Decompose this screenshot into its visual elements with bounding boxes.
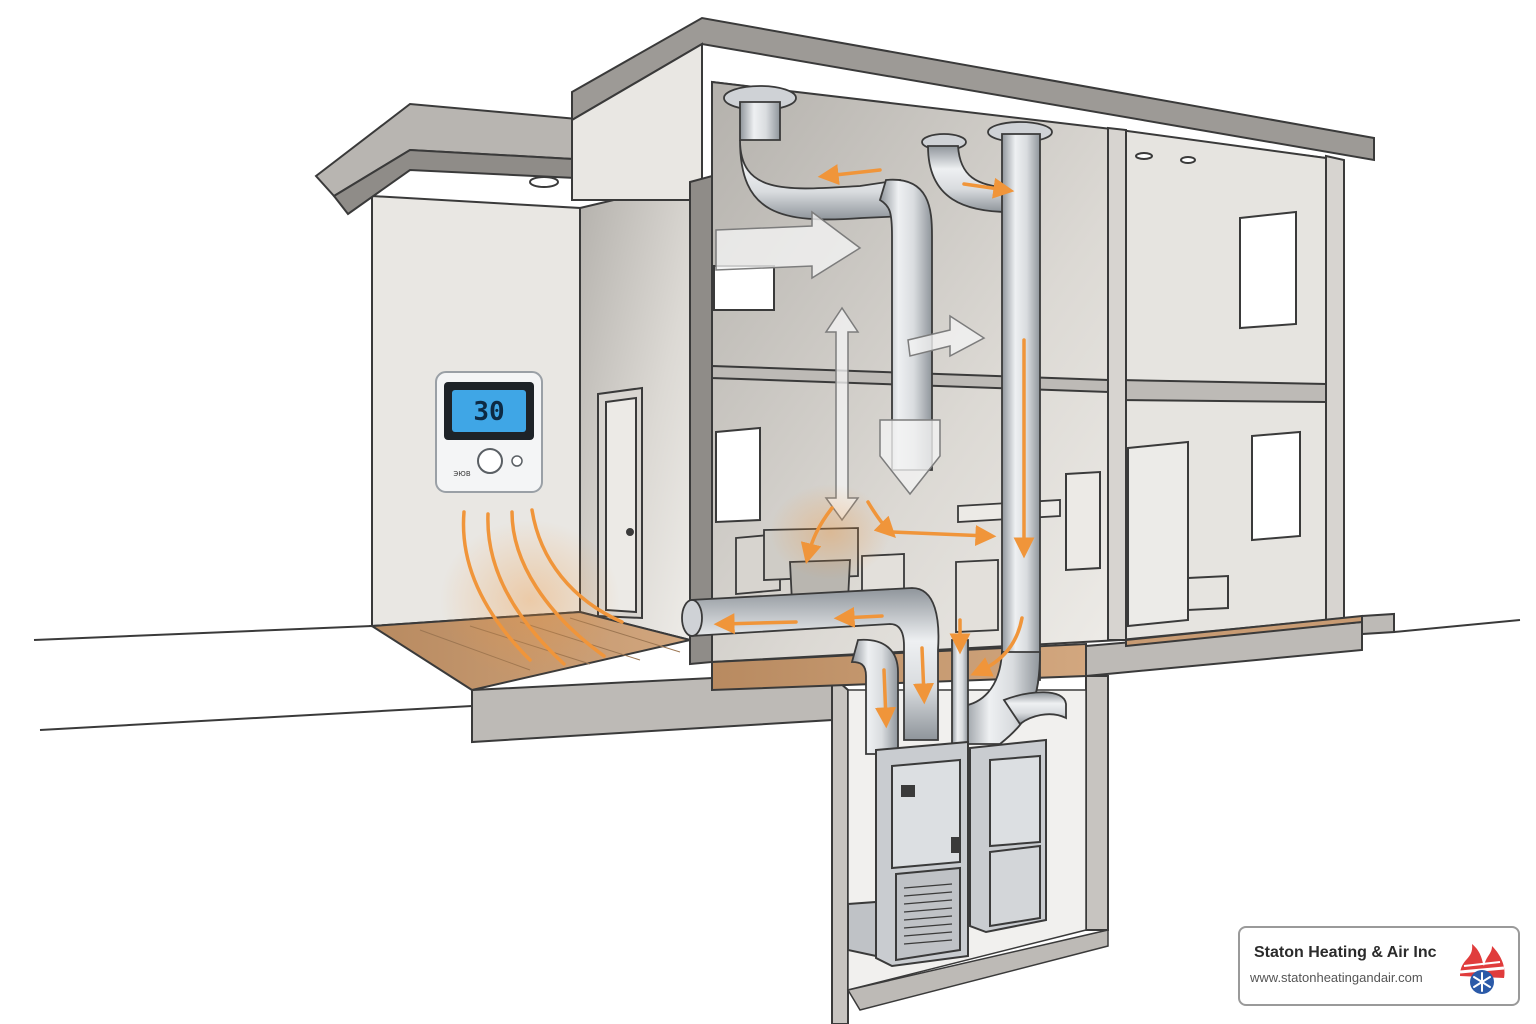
furnace-icon [847, 738, 1047, 968]
ground-lines [33, 619, 1521, 731]
wall-panel [1065, 470, 1101, 572]
windows [713, 210, 1301, 542]
brand-url: www.statonheatingandair.com [1250, 970, 1423, 985]
thermostat-icon: 30 ЭЮВ [435, 371, 543, 493]
thermostat-small-label: ЭЮВ [453, 470, 470, 478]
right-room-partition [1127, 440, 1229, 628]
flame-snowflake-logo-icon [1459, 944, 1505, 994]
interior-door [597, 386, 643, 620]
supply-duct-left [723, 85, 933, 471]
airflow-hint-arrows [715, 210, 986, 522]
airflow-arrow-icon [461, 164, 1035, 729]
brand-card: Staton Heating & Air Inc www.statonheati… [1238, 926, 1520, 1006]
airflow-glow [440, 484, 890, 680]
thermostat-display: 30 [473, 397, 504, 427]
brand-name: Staton Heating & Air Inc [1254, 944, 1437, 961]
